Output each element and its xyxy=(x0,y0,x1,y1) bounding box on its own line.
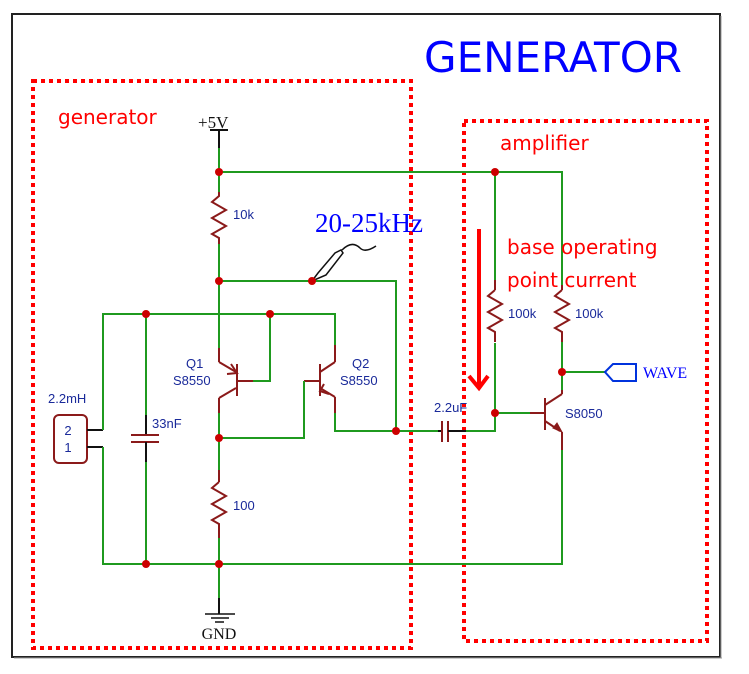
l1-pin1: 1 xyxy=(64,440,71,455)
q2-base-wire xyxy=(219,381,305,439)
base-current-annotation-line1: base operating xyxy=(507,235,658,259)
inductor-l1[interactable]: 2.2mH 2 1 xyxy=(48,391,103,464)
junction xyxy=(215,560,223,568)
vcc-label: +5V xyxy=(198,113,229,132)
gnd-symbol: GND xyxy=(202,564,237,643)
schematic-title: GENERATOR xyxy=(424,33,682,82)
junction xyxy=(215,168,223,176)
vcc-symbol: +5V xyxy=(198,113,229,172)
transistor-q2[interactable]: Q2 S8550 xyxy=(304,345,378,413)
l1-pin2: 2 xyxy=(64,423,71,438)
resistor-r4[interactable]: 100k xyxy=(552,285,604,342)
q3-part: S8050 xyxy=(565,406,603,421)
junction xyxy=(215,277,223,285)
capacitor-c2[interactable]: 2.2uF xyxy=(434,400,467,442)
junction xyxy=(266,310,274,318)
c1-value: 33nF xyxy=(152,416,182,431)
amplifier-region-label: amplifier xyxy=(500,131,589,155)
ground-rail-wire xyxy=(102,447,563,565)
q3-base-node-wire xyxy=(466,343,496,432)
osc-node-wire xyxy=(219,280,397,431)
junction xyxy=(392,427,400,435)
junction-dots xyxy=(142,168,566,568)
capacitor-c1[interactable]: 33nF xyxy=(131,314,182,564)
sheet-frame xyxy=(11,13,721,658)
frequency-annotation: 20-25kHz xyxy=(315,208,423,238)
wave-label: WAVE xyxy=(643,365,687,382)
junction xyxy=(491,409,499,417)
junction xyxy=(142,560,150,568)
junction xyxy=(491,168,499,176)
q2-collector-wire xyxy=(334,413,438,432)
resistor-r1[interactable]: 10k xyxy=(209,172,254,281)
l1-value: 2.2mH xyxy=(48,391,86,406)
gnd-label: GND xyxy=(202,626,237,643)
current-arrow-icon xyxy=(467,229,490,392)
r1-value: 10k xyxy=(233,207,254,222)
junction xyxy=(558,368,566,376)
transistor-q3[interactable]: S8050 xyxy=(530,390,603,450)
q2-part: S8550 xyxy=(340,373,378,388)
q2-ref: Q2 xyxy=(352,356,369,371)
r3-value: 100k xyxy=(508,306,537,321)
base-current-annotation-line2: point current xyxy=(507,268,637,292)
resistor-r2[interactable]: 100 xyxy=(209,470,255,564)
q1-ref: Q1 xyxy=(186,356,203,371)
r4-value: 100k xyxy=(575,306,604,321)
resistor-r3[interactable]: 100k xyxy=(485,280,537,342)
q1-base-wire xyxy=(253,314,271,382)
probe-icon xyxy=(309,243,377,283)
c2-value: 2.2uF xyxy=(434,400,467,415)
transistor-q1[interactable]: Q1 S8550 xyxy=(173,348,253,413)
junction xyxy=(215,434,223,442)
r2-value: 100 xyxy=(233,498,255,513)
wave-net-label[interactable]: WAVE xyxy=(603,363,687,382)
generator-region-label: generator xyxy=(58,105,158,129)
junction xyxy=(142,310,150,318)
q1-part: S8550 xyxy=(173,373,211,388)
junction xyxy=(308,277,316,285)
vcc-rail-wire xyxy=(219,171,563,285)
amplifier-region-box xyxy=(462,119,709,643)
